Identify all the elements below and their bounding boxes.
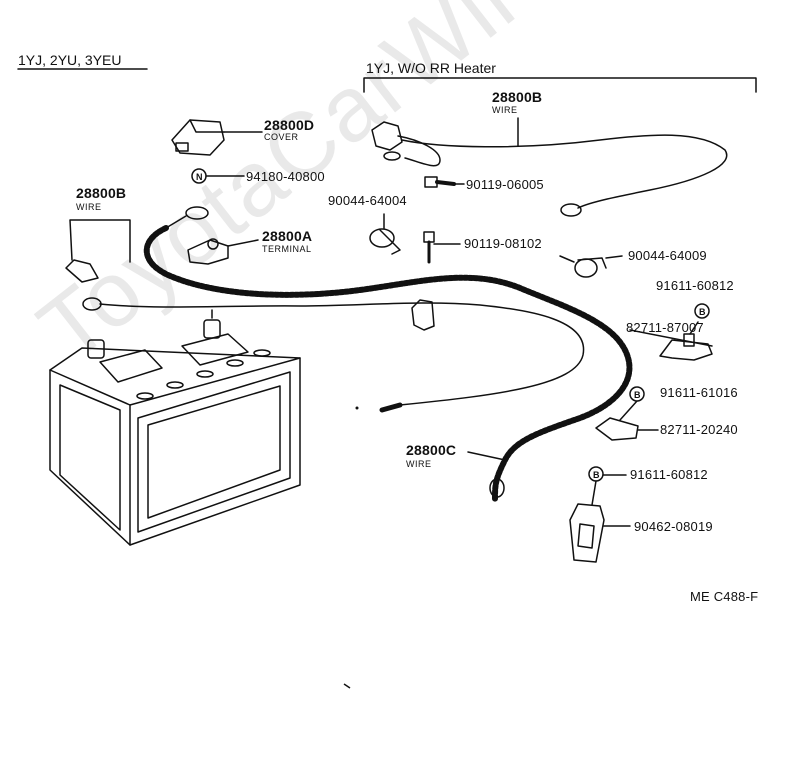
battery: [49, 309, 301, 546]
terminal-28800a: [187, 238, 259, 265]
figure-code: ME C488-F: [690, 589, 759, 604]
part-91611-60812-b: 91611-60812: [630, 467, 708, 482]
bolt-90119-08102: [423, 231, 461, 264]
part-28800c-desc: WIRE: [406, 459, 432, 469]
part-90119-08102: 90119-08102: [464, 236, 542, 251]
part-28800b-top-desc: WIRE: [492, 105, 518, 115]
part-90462-08019: 90462-08019: [634, 519, 713, 534]
part-28800b-left-desc: WIRE: [76, 202, 102, 212]
part-82711-20240: 82711-20240: [660, 422, 738, 437]
bracket-82711-20240: [595, 400, 659, 441]
svg-text:B: B: [593, 470, 600, 480]
wire-28800b-top: [371, 117, 728, 217]
variant-note: 1YJ, W/O RR Heater: [366, 60, 496, 76]
variant-bracket: [363, 77, 757, 93]
part-90119-06005: 90119-06005: [466, 177, 544, 192]
part-28800a-number: 28800A: [262, 228, 313, 244]
wire-clamp: [411, 299, 435, 331]
part-91611-61016: 91611-61016: [660, 385, 738, 400]
b-washer-1: [694, 303, 710, 319]
svg-text:B: B: [634, 390, 641, 400]
clamp-90044-64009: [574, 255, 623, 278]
part-90044-64009: 90044-64009: [628, 248, 707, 263]
part-91611-60812-a: 91611-60812: [656, 278, 734, 293]
part-28800d-desc: COVER: [264, 132, 299, 142]
part-28800c-number: 28800C: [406, 442, 457, 458]
ring-terminal: [185, 206, 209, 220]
part-28800b-left-number: 28800B: [76, 185, 127, 201]
part-90044-64004: 90044-64004: [328, 193, 407, 208]
part-28800b-top-number: 28800B: [492, 89, 543, 105]
svg-text:N: N: [196, 172, 203, 182]
part-82711-87007: 82711-87007: [626, 320, 704, 335]
clamp-90044-64004: [369, 213, 401, 255]
engine-models-header: 1YJ, 2YU, 3YEU: [18, 52, 122, 68]
svg-text:B: B: [699, 307, 706, 317]
b-washer-2: [629, 386, 645, 402]
part-28800d-number: 28800D: [264, 117, 315, 133]
clip-90462-08019: [569, 503, 631, 563]
bracket-82711-87007: [629, 321, 713, 361]
bolt-90119-06005: [424, 176, 465, 188]
part-28800a-desc: TERMINAL: [262, 244, 312, 254]
part-94180-40800: 94180-40800: [246, 169, 325, 184]
wire-28800b-left: [65, 219, 585, 413]
cover-28800d: [171, 119, 263, 156]
wire-28800c-coiled: [143, 225, 633, 503]
